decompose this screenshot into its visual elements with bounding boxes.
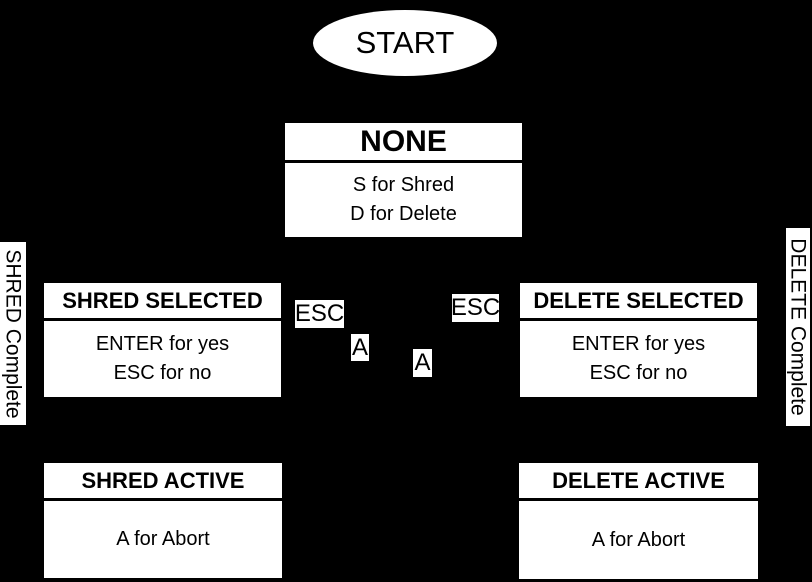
state-shred-active: SHRED ACTIVE A for Abort (44, 463, 282, 578)
start-node: START (313, 10, 497, 76)
state-none: NONE S for Shred D for Delete (285, 123, 522, 237)
state-shred-selected-body: ENTER for yes ESC for no (44, 321, 281, 397)
state-shred-selected-title: SHRED SELECTED (44, 283, 281, 321)
state-delete-selected-title: DELETE SELECTED (520, 283, 757, 321)
edge-label-delete-complete-text: DELETE Complete (787, 238, 810, 416)
state-body-line: ESC for no (113, 362, 212, 384)
edge-label-shred-complete: SHRED Complete (0, 242, 26, 425)
state-shred-selected: SHRED SELECTED ENTER for yes ESC for no (44, 283, 281, 397)
state-none-title: NONE (285, 123, 522, 163)
state-none-body: S for Shred D for Delete (285, 163, 522, 237)
state-delete-selected-body: ENTER for yes ESC for no (520, 321, 757, 397)
edge-label-shred-complete-text: SHRED Complete (2, 248, 26, 419)
edge-label-a-left: A (351, 333, 369, 361)
state-body-line: S for Shred (352, 174, 455, 196)
state-delete-active: DELETE ACTIVE A for Abort (519, 463, 758, 579)
state-body-line: ESC for no (589, 362, 688, 384)
edge-label-a-right: A (413, 349, 432, 377)
state-shred-active-body: A for Abort (44, 501, 282, 578)
state-body-line: A for Abort (116, 528, 210, 550)
state-delete-selected: DELETE SELECTED ENTER for yes ESC for no (520, 283, 757, 397)
edge-label-esc-left: ESC (294, 300, 345, 328)
state-body-line: D for Delete (350, 203, 457, 225)
state-body-line: ENTER for yes (571, 333, 706, 355)
state-body-line: A for Abort (591, 528, 686, 551)
start-node-label: START (355, 25, 455, 60)
state-body-line: ENTER for yes (95, 333, 230, 355)
edge-label-delete-complete: DELETE Complete (786, 228, 810, 426)
edge-label-esc-right: ESC (450, 294, 501, 322)
state-shred-active-title: SHRED ACTIVE (44, 463, 282, 501)
state-delete-active-title: DELETE ACTIVE (519, 463, 758, 501)
state-delete-active-body: A for Abort (519, 501, 758, 579)
